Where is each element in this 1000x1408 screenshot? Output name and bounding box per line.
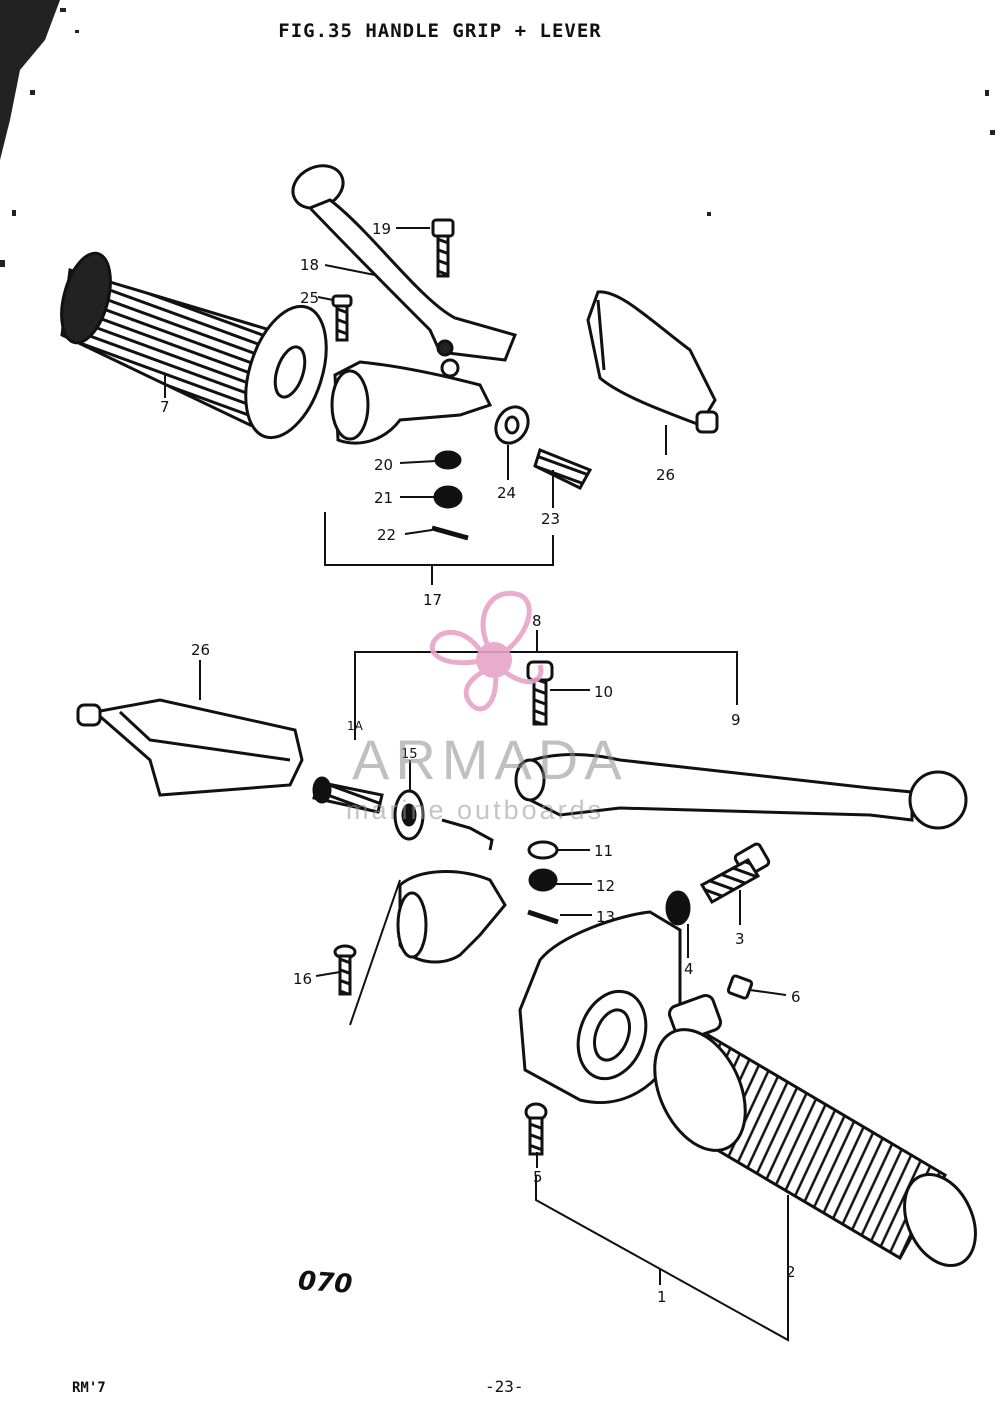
page-title: FIG.35 HANDLE GRIP + LEVER	[278, 20, 602, 42]
housing-screw	[524, 1102, 548, 1156]
propeller-logo	[429, 590, 544, 712]
adjuster-parts	[494, 405, 593, 490]
callout-labels: 19 18 25 7 20 21 22 24 23 26 17 8 26 10 …	[160, 220, 801, 1306]
callout-9: 9	[731, 711, 741, 729]
callout-23: 23	[541, 510, 560, 528]
watermark-tagline: marine outboards	[346, 795, 605, 825]
model-code: RM'7	[72, 1380, 106, 1396]
holder-hardware	[431, 450, 469, 541]
bracket-17	[324, 512, 554, 585]
page-number: -23-	[485, 1377, 524, 1396]
callout-26-upper: 26	[656, 466, 675, 484]
brake-lever-holder	[349, 870, 507, 1026]
holder-screw	[333, 944, 357, 996]
screw	[331, 294, 353, 342]
drawing-code: 070	[297, 1266, 354, 1300]
lever-hardware	[527, 840, 559, 925]
callout-3: 3	[735, 930, 745, 948]
bracket-1	[535, 1175, 789, 1342]
callout-26-lower: 26	[191, 641, 210, 659]
callout-18: 18	[300, 256, 319, 274]
callout-15: 15	[401, 747, 418, 762]
callout-8: 8	[532, 612, 542, 630]
callout-5: 5	[533, 1168, 543, 1186]
lever-cover-lower	[76, 698, 304, 797]
callout-2: 2	[786, 1263, 796, 1281]
clutch-lever	[291, 164, 518, 362]
callout-1A: 1A	[347, 719, 364, 733]
callout-17: 17	[423, 591, 442, 609]
callout-12: 12	[596, 877, 615, 895]
right-handle-grip	[653, 993, 977, 1268]
scan-noise	[0, 0, 995, 267]
callout-1: 1	[657, 1288, 667, 1306]
pivot-bolt	[431, 218, 455, 278]
brake-lever	[514, 753, 968, 830]
callout-20: 20	[374, 456, 393, 474]
callout-22: 22	[377, 526, 396, 544]
callout-10: 10	[594, 683, 613, 701]
watermark-brand: ARMADA	[352, 728, 628, 791]
callout-21: 21	[374, 489, 393, 507]
adjuster-bolt	[312, 776, 384, 814]
callout-4: 4	[684, 960, 694, 978]
clutch-lever-holder	[330, 358, 493, 445]
callout-6: 6	[791, 988, 801, 1006]
left-handle-grip	[60, 251, 328, 440]
callout-25: 25	[300, 289, 319, 307]
callout-11: 11	[594, 842, 613, 860]
lever-cover-upper	[586, 290, 719, 434]
callout-13: 13	[596, 908, 615, 926]
spring-clip	[441, 818, 494, 851]
leader-lines	[164, 227, 787, 1168]
callout-7: 7	[160, 398, 170, 416]
callout-19: 19	[372, 220, 391, 238]
callout-24: 24	[497, 484, 516, 502]
throttle-hardware	[665, 842, 771, 1000]
bracket-8	[354, 630, 738, 740]
callout-16: 16	[293, 970, 312, 988]
throttle-housing	[518, 910, 682, 1104]
